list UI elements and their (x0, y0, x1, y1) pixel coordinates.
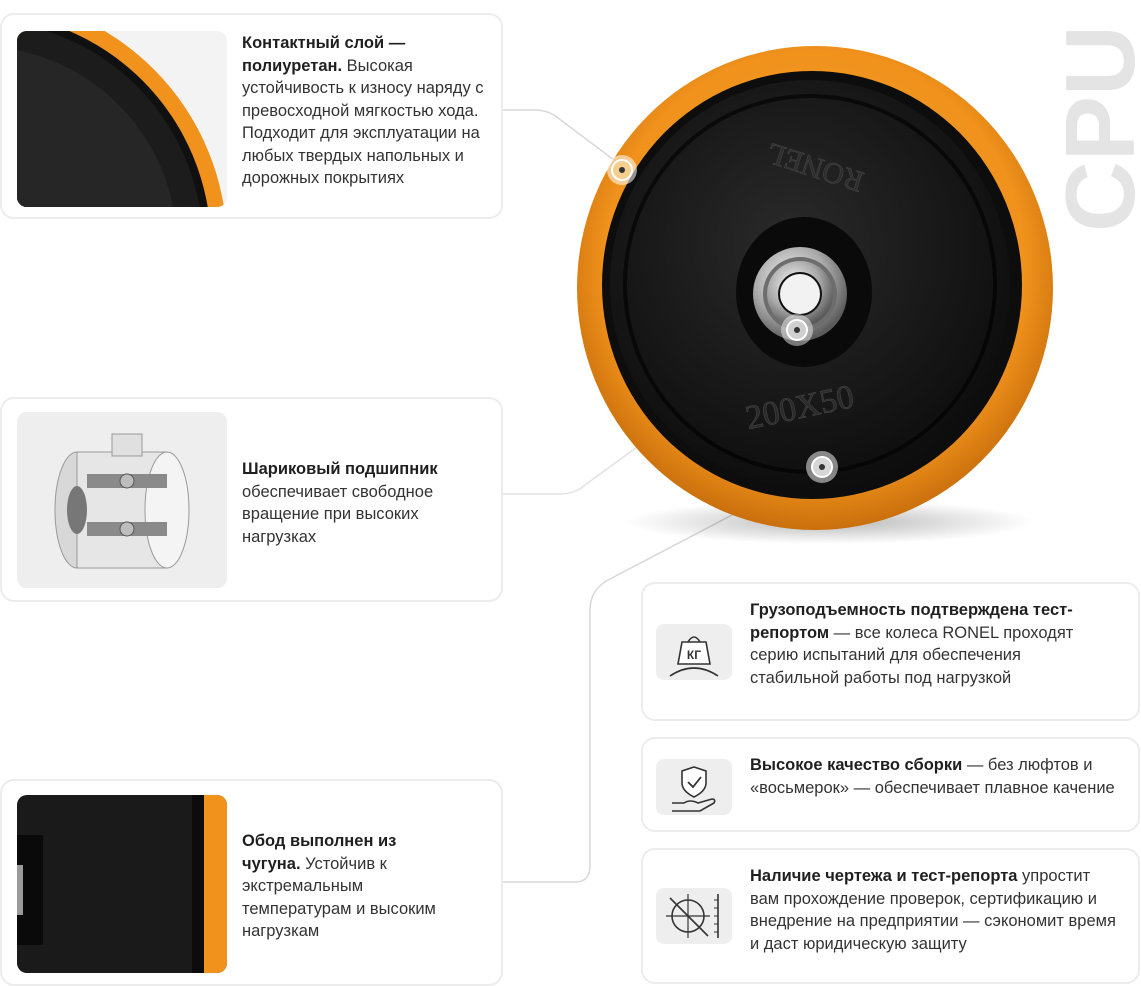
cpu-watermark-text: CPU (1052, 25, 1141, 232)
benefit-title-drawing-report: Наличие чертежа и тест-репорта (750, 867, 1018, 885)
ball-bearing-cutaway-photo (17, 412, 227, 588)
feature-title-polyurethane: Контактный слой — полиуретан. (242, 34, 406, 75)
benefit-text-drawing-report: Наличие чертежа и тест-репорта упростит … (750, 865, 1120, 955)
feature-card-bearing: Шариковый подшипник обеспечивает свободн… (0, 397, 503, 602)
hotspot-rim[interactable] (806, 451, 838, 483)
benefit-card-drawing-report: Наличие чертежа и тест-репорта упростит … (641, 848, 1140, 984)
benefit-title-assembly-quality: Высокое качество сборки (750, 756, 963, 774)
benefit-text-load-capacity: Грузоподъемность подтверждена тест-репор… (750, 599, 1095, 689)
cast-iron-rim-photo (17, 795, 227, 973)
feature-desc-bearing: обеспечивает свободное вращение при высо… (242, 482, 434, 546)
hotspot-bearing[interactable] (781, 314, 813, 346)
benefit-desc-load-capacity: — все колеса RONEL проходят серию испыта… (750, 623, 1074, 687)
weight-kg-icon: КГ (656, 624, 732, 680)
feature-card-cast-iron: Обод выполнен из чугуна. Устойчив к экст… (0, 779, 503, 986)
cpu-watermark: CPU (1052, 25, 1141, 232)
feature-desc-cast-iron: Устойчив к экстремальным температурам и … (242, 854, 436, 941)
feature-text-cast-iron: Обод выполнен из чугуна. Устойчив к экст… (242, 830, 442, 943)
benefit-text-assembly-quality: Высокое качество сборки — без люфтов и «… (750, 754, 1120, 799)
benefit-card-assembly-quality: Высокое качество сборки — без люфтов и «… (641, 737, 1140, 832)
feature-title-cast-iron: Обод выполнен из чугуна. (242, 832, 397, 873)
feature-desc-polyurethane: Высокая устойчивость к износу наряду с п… (242, 56, 484, 188)
feature-title-bearing: Шариковый подшипник (242, 460, 438, 478)
benefit-card-load-capacity: КГ Грузоподъемность подтверждена тест-ре… (641, 582, 1140, 721)
feature-text-polyurethane: Контактный слой — полиуретан. Высокая ус… (242, 32, 492, 190)
weight-kg-label: КГ (687, 648, 701, 662)
benefit-title-load-capacity: Грузоподъемность подтверждена тест-репор… (750, 601, 1073, 642)
polyurethane-tread-photo (17, 31, 227, 207)
benefit-desc-drawing-report: упростит вам прохождение проверок, серти… (750, 867, 1116, 953)
benefit-desc-assembly-quality: — без люфтов и «восьмерок» — обеспечивае… (750, 756, 1115, 797)
feature-card-polyurethane: Контактный слой — полиуретан. Высокая ус… (0, 13, 503, 219)
feature-text-bearing: Шариковый подшипник обеспечивает свободн… (242, 458, 492, 548)
hotspot-tread[interactable] (607, 155, 637, 185)
wheel-illustration: RONEL 200X50 (577, 46, 1053, 544)
drawing-blueprint-icon (656, 888, 732, 944)
quality-shield-hand-icon (656, 759, 732, 815)
